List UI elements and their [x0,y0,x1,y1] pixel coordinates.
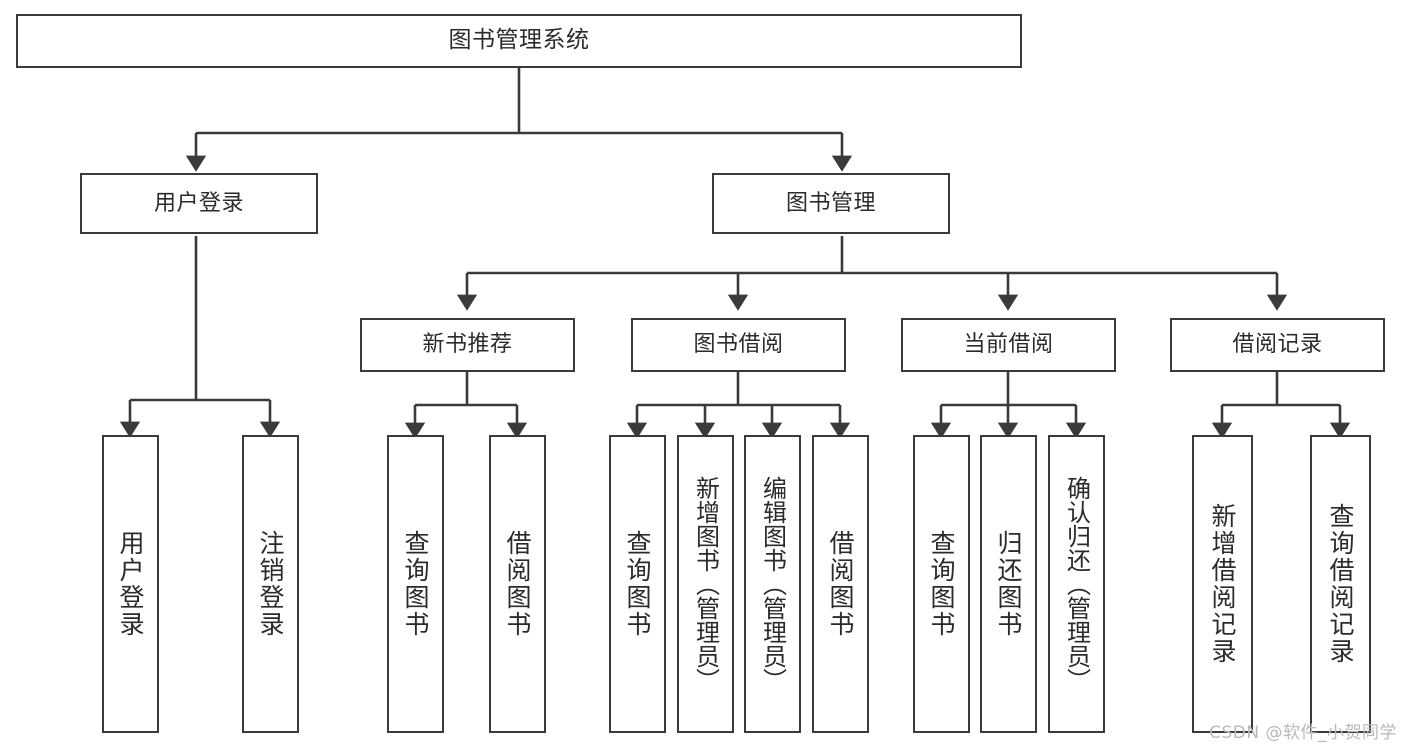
node-book-management[interactable]: 图书管理 [712,173,950,234]
node-label: 图书借阅 [693,332,784,358]
node-leaf-edit-book-admin[interactable]: 编辑图书（管理员） [744,435,801,733]
node-label: 用户登录 [116,530,145,638]
node-label: 注销登录 [256,530,285,638]
node-label: 查询图书 [927,530,956,638]
node-leaf-query-book-borrow[interactable]: 查询图书 [609,435,666,733]
node-user-login[interactable]: 用户登录 [80,173,318,234]
node-label: 借阅图书 [503,530,532,638]
node-borrow-record[interactable]: 借阅记录 [1170,318,1385,372]
node-label: 新书推荐 [422,332,513,358]
node-label: 用户登录 [153,190,244,216]
node-label: 借阅图书 [826,530,855,638]
node-label: 查询图书 [401,530,430,638]
node-leaf-confirm-return-admin[interactable]: 确认归还（管理员） [1048,435,1105,733]
node-label: 查询借阅记录 [1326,503,1355,665]
node-label: 图书管理 [785,190,876,216]
node-root-book-management-system[interactable]: 图书管理系统 [16,14,1022,68]
node-label: 新增图书（管理员） [691,476,720,692]
node-label: 查询图书 [623,530,652,638]
node-leaf-return-book[interactable]: 归还图书 [980,435,1037,733]
node-label: 确认归还（管理员） [1062,476,1091,692]
node-label: 归还图书 [994,530,1023,638]
node-label: 新增借阅记录 [1208,503,1237,665]
node-label: 借阅记录 [1232,332,1323,358]
node-leaf-borrow-book-recommend[interactable]: 借阅图书 [489,435,546,733]
node-leaf-query-book-current[interactable]: 查询图书 [913,435,970,733]
node-current-borrow[interactable]: 当前借阅 [901,318,1116,372]
node-leaf-logout[interactable]: 注销登录 [242,435,299,733]
node-leaf-query-borrow-record[interactable]: 查询借阅记录 [1310,435,1371,733]
node-label: 图书管理系统 [448,27,590,54]
node-leaf-query-book-recommend[interactable]: 查询图书 [387,435,444,733]
watermark: CSDN @软件_小贺同学 [1209,723,1397,743]
node-new-book-recommend[interactable]: 新书推荐 [360,318,575,372]
node-label: 当前借阅 [963,332,1054,358]
node-book-borrow[interactable]: 图书借阅 [631,318,846,372]
node-leaf-add-book-admin[interactable]: 新增图书（管理员） [677,435,734,733]
node-leaf-borrow-book[interactable]: 借阅图书 [812,435,869,733]
node-leaf-user-login[interactable]: 用户登录 [102,435,159,733]
node-leaf-add-borrow-record[interactable]: 新增借阅记录 [1192,435,1253,733]
node-label: 编辑图书（管理员） [758,476,787,692]
